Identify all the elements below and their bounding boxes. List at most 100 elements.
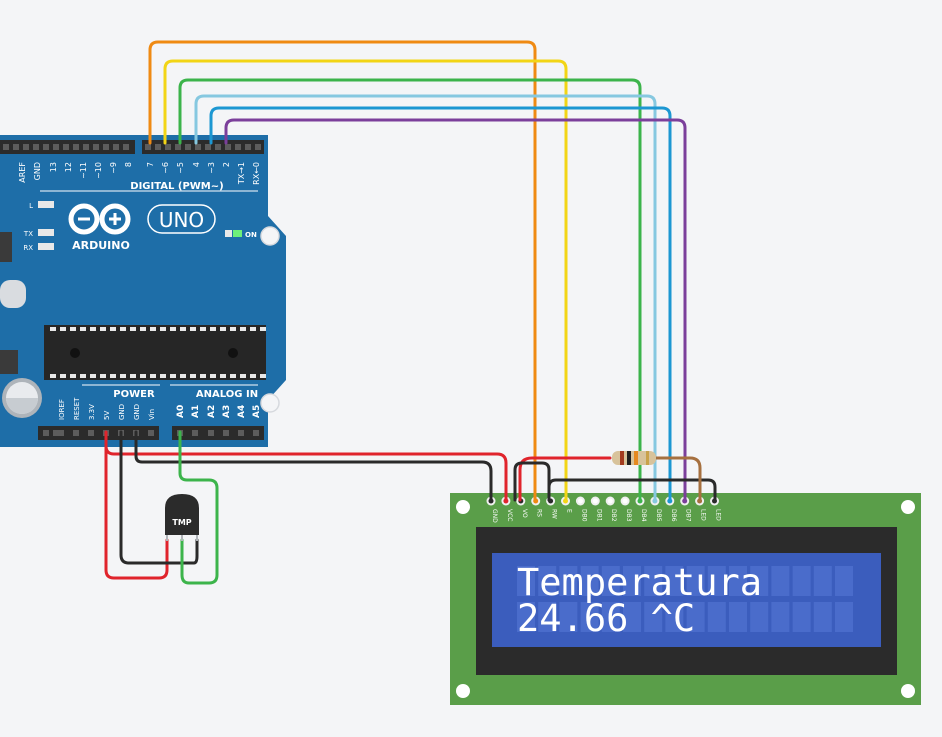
lcd-pin-label: DB3	[625, 509, 632, 522]
lcd-pin-label: DB2	[610, 509, 617, 522]
analog-pin-label: A4	[237, 405, 247, 418]
power-pin-label: 3.3V	[88, 404, 96, 420]
digital-pin-label: RX←0	[252, 162, 261, 185]
led-rx: RX	[23, 243, 54, 252]
lcd-line-2: 24.66 ^C	[517, 597, 695, 640]
digital-pin-label: TX→1	[237, 162, 246, 185]
analog-pin-labels: A0 A1 A2 A3 A4 A5	[176, 405, 262, 418]
digital-header-label: DIGITAL (PWM~)	[130, 181, 223, 192]
digital-header-holes	[3, 144, 261, 150]
wire-vcc-resistor[interactable]	[518, 456, 612, 502]
wire-gnd-led-k[interactable]	[547, 478, 717, 502]
lcd-char-cells	[517, 566, 853, 632]
lcd-pin-label: LED	[715, 509, 722, 521]
arduino-board[interactable]: AREF GND 13 12 ~11 ~10 ~9 8 7 ~6 ~5 4 ~3 2 TX→1 RX←0 DI…	[0, 135, 286, 447]
capacitor	[2, 378, 42, 418]
resistor[interactable]	[612, 451, 656, 465]
digital-pin-label: ~10	[94, 162, 103, 179]
digital-pin-label: GND	[33, 162, 42, 180]
digital-pin-label: 13	[49, 162, 58, 172]
led-l: L	[29, 201, 54, 210]
digital-pin-label: 12	[64, 162, 73, 172]
analog-header-label: ANALOG IN	[196, 389, 258, 400]
lcd-pin-label: VO	[521, 509, 528, 518]
led-rx-label: RX	[23, 244, 33, 252]
wire-5v-sensor[interactable]	[104, 444, 169, 580]
power-header	[38, 426, 159, 440]
digital-pin-label: 7	[146, 162, 155, 167]
arduino-infinity-logo	[68, 203, 131, 235]
lcd-pin-label: LED	[700, 509, 707, 521]
lcd-pin-label: DB0	[580, 509, 587, 522]
wire-gnd-rw[interactable]	[513, 461, 551, 502]
wires	[104, 40, 717, 585]
wire-d2-db7[interactable]	[224, 118, 687, 502]
wire-gnd-sensor[interactable]	[119, 430, 199, 565]
lcd-pin-label: DB4	[640, 509, 647, 522]
power-header-holes	[43, 430, 259, 436]
lcd-pin-label: DB6	[670, 509, 677, 522]
wire-gnd-lcd-gnd[interactable]	[134, 430, 493, 502]
digital-pin-label: 2	[222, 162, 231, 167]
digital-pin-label: ~9	[109, 162, 118, 174]
lcd-pin-label: VCC	[506, 509, 513, 521]
digital-pin-label: ~5	[176, 162, 185, 174]
digital-pin-label: 8	[124, 162, 133, 167]
analog-pin-label: A5	[252, 405, 262, 418]
lcd-module[interactable]: Temperatura 24.66 ^C GND VCC VO RS RW E DB0 DB1…	[450, 493, 921, 705]
power-led: ON	[225, 230, 257, 239]
tmp-sensor[interactable]: TMP	[165, 494, 199, 541]
power-pin-label: GND	[118, 404, 126, 420]
board-mounting-hole	[260, 393, 280, 413]
power-header-label: POWER	[113, 389, 155, 400]
lcd-mounting-hole	[456, 500, 470, 514]
led-tx-label: TX	[23, 230, 33, 238]
usb-connector	[0, 232, 12, 262]
analog-pin-label: A0	[176, 405, 186, 418]
voltage-regulator	[0, 350, 18, 374]
lcd-pin-label: RW	[551, 509, 558, 519]
crystal	[0, 280, 26, 308]
analog-pin-label: A2	[207, 405, 217, 418]
power-pin-label: IOREF	[58, 399, 66, 420]
wire-d6-e[interactable]	[163, 59, 568, 502]
digital-pin-label: ~6	[161, 162, 170, 174]
digital-header-right	[142, 140, 264, 154]
led-tx: TX	[23, 229, 54, 238]
lcd-line-1: Temperatura	[517, 561, 762, 604]
analog-pin-label: A3	[222, 405, 232, 418]
lcd-pin-label: DB5	[655, 509, 662, 522]
digital-pin-label: ~11	[79, 162, 88, 179]
analog-header	[172, 426, 264, 440]
digital-pin-label: 4	[192, 162, 201, 167]
model-label: UNO	[159, 208, 204, 232]
lcd-mounting-hole	[901, 500, 915, 514]
lcd-pin-label: RS	[536, 509, 543, 517]
lcd-mounting-hole	[901, 684, 915, 698]
power-pin-label: RESET	[73, 397, 81, 420]
digital-pin-label: ~3	[207, 162, 216, 174]
brand-label: ARDUINO	[72, 239, 130, 252]
power-pin-label: GND	[133, 404, 141, 420]
wire-d7-rs[interactable]	[148, 40, 537, 502]
digital-pin-labels: AREF GND 13 12 ~11 ~10 ~9 8 7 ~6 ~5 4 ~3 2 TX→1 RX←0	[18, 162, 261, 186]
lcd-pin-label: GND	[491, 509, 498, 523]
power-pin-label: Vin	[148, 409, 156, 420]
wire-resistor-led-a[interactable]	[653, 456, 702, 502]
board-mounting-hole	[260, 226, 280, 246]
lcd-pin-label: DB7	[685, 509, 692, 522]
lcd-pin-label: E	[566, 509, 573, 513]
wire-d3-db6[interactable]	[209, 106, 672, 502]
analog-pin-label: A1	[191, 405, 201, 418]
wire-a0-sensor[interactable]	[178, 430, 219, 585]
model-badge	[147, 204, 216, 234]
wire-d4-db5[interactable]	[194, 94, 657, 502]
wire-d5-db4[interactable]	[178, 78, 642, 502]
digital-pin-label: AREF	[18, 162, 27, 183]
atmega-chip	[44, 325, 266, 380]
lcd-pin-label: DB1	[595, 509, 602, 522]
power-led-label: ON	[245, 231, 257, 239]
lcd-pin-labels: GND VCC VO RS RW E DB0 DB1 DB2 DB3 DB4 DB5 DB6 DB7 LED…	[491, 509, 722, 523]
